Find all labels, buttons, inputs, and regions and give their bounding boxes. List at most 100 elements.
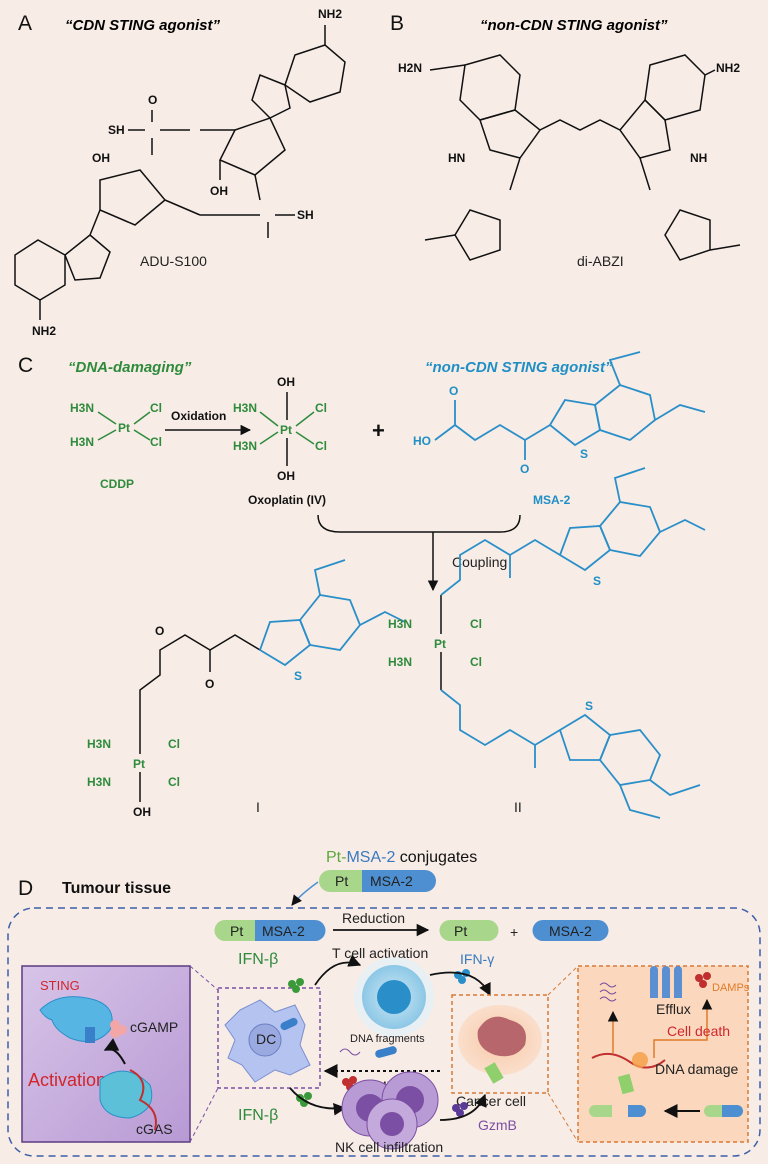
t-cell-activation-label: T cell activation [332,945,428,961]
cddp-h3n-1: H3N [70,401,94,415]
p1-cl-1: Cl [168,737,180,751]
h2n-label: H2N [398,61,422,75]
nk-cell-label: NK cell infiltration [335,1139,443,1155]
ifn-beta-top-arrow [314,954,362,986]
o-label-1: O [148,93,157,107]
p1-o-1: O [205,677,214,691]
cancer-cell-nucleus [477,1016,526,1057]
dna-fragment-icon [339,1048,361,1056]
gzmb-label: GzmB [478,1117,517,1133]
nh-label: NH [690,151,707,165]
p2-cl-2: Cl [470,655,482,669]
cgas-label: cGAS [136,1121,173,1137]
ifn-beta-dot-3 [292,985,300,993]
nk-cell-3-nucleus [380,1112,404,1136]
ifn-beta-bottom-dot-2 [304,1092,312,1100]
panel-a: A “CDN STING agonist” NH2 OH SH O OH [14,7,346,338]
panel-label-d: D [18,877,33,900]
p1-h3n-2: H3N [87,775,111,789]
conjugates-title: Pt-MSA-2 conjugates [326,849,477,866]
efflux-pump-icon [650,966,682,998]
p1-h3n-1: H3N [87,737,111,751]
nh2-label-b: NH2 [716,61,740,75]
zoom-line-top-left [189,965,219,991]
conjugate-entry-arrow [291,881,319,906]
di-abzi-structure: H2N NH2 HN NH [398,54,740,261]
sh-right-label: SH [297,208,314,222]
cgas-dna [129,1069,157,1131]
pill-top-msa: MSA-2 [370,873,413,889]
dna-damage-pt [617,1073,635,1095]
oxo-h3n-1: H3N [233,401,257,415]
reduction-pill-left: Pt MSA-2 [214,920,326,941]
dc-conjugate [280,1017,298,1031]
p2-h3n-1: H3N [388,617,412,631]
t-cell-nucleus [377,980,411,1014]
zoom-line-bottom-left [189,1087,219,1143]
cgamp-dot-3 [110,1028,120,1038]
msa2-structure: HO O O S [413,351,706,476]
reduction-pt-pill: Pt [439,920,499,941]
ifn-gamma-label: IFN-γ [460,951,494,967]
pill-top-pt: Pt [335,873,348,889]
msa2-ho: HO [413,434,431,448]
sting-label: STING [40,978,80,993]
product-i-structure: O O S H3N H3N Pt Cl Cl OH [87,559,406,819]
reduction-plus: + [510,924,518,940]
p2-h3n-2: H3N [388,655,412,669]
panel-a-title: “CDN STING agonist” [65,17,221,34]
nh2-top-label: NH2 [318,7,342,21]
coupling-bracket [317,514,521,533]
conjugate-pill-top: Pt MSA-2 [319,870,436,892]
damps-right-dot-1 [695,974,703,982]
pill-left-msa: MSA-2 [262,923,305,939]
damps-dot-2 [349,1076,357,1084]
ifn-beta-top-label: IFN-β [238,951,278,968]
p1-oh: OH [133,805,151,819]
gzmb-arrow [439,1093,487,1121]
sh-left-label: SH [108,123,125,137]
oxo-h3n-2: H3N [233,439,257,453]
dna-damage-label: DNA damage [655,1061,738,1077]
tumour-tissue-label: Tumour tissue [62,880,171,897]
dc-nucleus [248,1023,282,1057]
cancer-pt-fragment [484,1062,504,1084]
oxo-oh-2: OH [277,469,295,483]
product-ii-structure: H3N H3N Pt Cl Cl S S [388,467,706,819]
efflux-label: Efflux [656,1001,691,1017]
sting-ligand [85,1027,95,1043]
oxo-cl-2: Cl [315,439,327,453]
panel-c-title-blue: “non-CDN STING agonist” [425,359,613,376]
msa2-o-1: O [449,384,458,398]
internal-pill-left [589,1105,646,1117]
coupling-label: Coupling [452,554,507,570]
oh-label-1: OH [210,184,228,198]
dna-damage-burst [632,1052,648,1068]
nh2-bottom-label: NH2 [32,324,56,338]
reduction-label: Reduction [342,910,405,926]
pill-left-pt: Pt [230,923,243,939]
product-i-label: I [256,799,260,815]
p2-s-1: S [593,574,601,588]
adu-s100-structure: NH2 OH SH O OH SH [14,7,346,338]
panel-d: D Tumour tissue Pt-MSA-2 conjugates Pt M… [7,849,761,1157]
activation-label: Activation [28,1070,106,1090]
hn-label: HN [448,151,465,165]
plus-sign-c: + [372,418,385,443]
panel-b-title: “non-CDN STING agonist” [480,17,668,34]
panel-label-c: C [18,354,33,377]
pill-right-msa: MSA-2 [549,923,592,939]
msa2-s: S [580,447,588,461]
sting-activation-box [21,965,191,1143]
zoom-line-bottom-right [547,1092,579,1143]
cddp-label: CDDP [100,477,134,491]
pill-right-pt: Pt [454,923,467,939]
dc-box [217,987,321,1089]
oxo-pt: Pt [280,423,292,437]
cddp-cl-1: Cl [150,401,162,415]
zoom-line-top-right [547,965,579,996]
oxoplatin-label: Oxoplatin (IV) [248,493,326,507]
msa2-o-2: O [520,462,529,476]
gzmb-dot-3 [456,1109,464,1117]
